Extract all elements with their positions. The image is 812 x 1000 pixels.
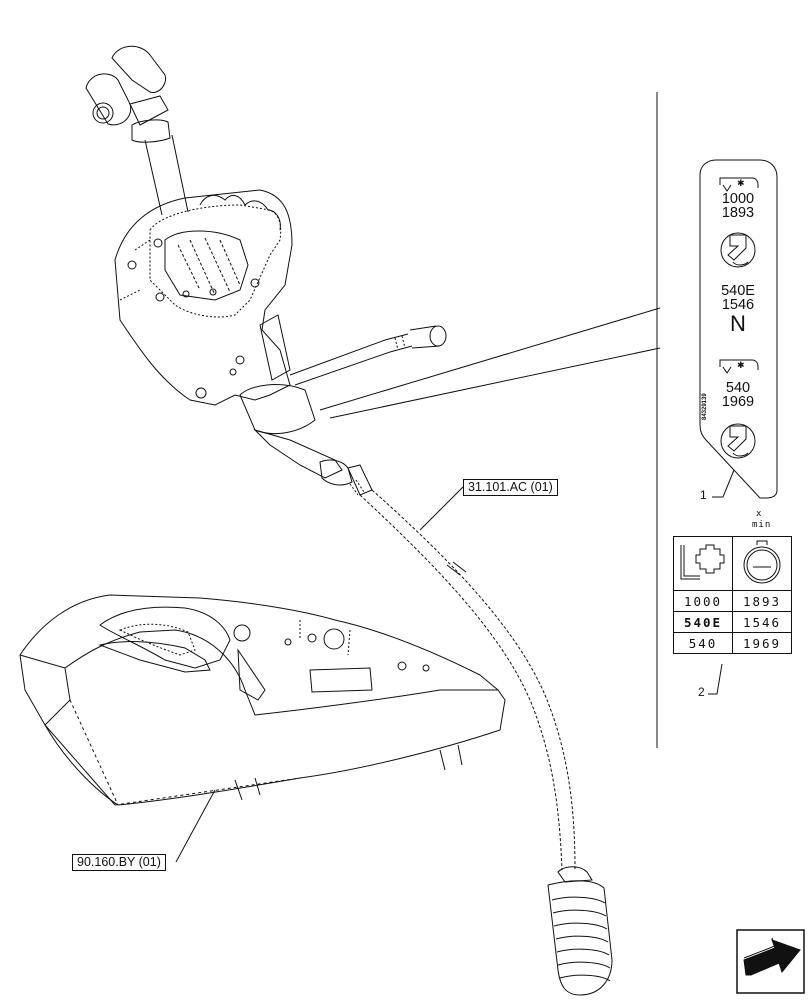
rpm-icon-x: x bbox=[756, 509, 762, 519]
rpm-icon: x min bbox=[732, 509, 792, 591]
speed-table: x min 1000 1893 540E 1546 540 1969 bbox=[673, 509, 792, 654]
decal-part-number: 84329139 bbox=[702, 393, 708, 420]
svg-text:✱: ✱ bbox=[737, 361, 745, 371]
pto-cable bbox=[359, 489, 576, 871]
rpm-icon-min: min bbox=[752, 520, 772, 530]
decal-neutral: N bbox=[730, 311, 746, 336]
cable-boot bbox=[547, 866, 613, 996]
shift-console bbox=[19, 594, 506, 806]
push-rod bbox=[289, 325, 447, 386]
pto-shaft-icon bbox=[673, 536, 733, 591]
table-cell: 1893 bbox=[732, 590, 792, 612]
table-cell: 1546 bbox=[732, 611, 792, 633]
table-cell: 1000 bbox=[673, 590, 733, 612]
cable-reference[interactable]: 31.101.AC (01) bbox=[463, 479, 558, 496]
decal-upper-speed-1: 1000 bbox=[721, 191, 755, 207]
decal-lever-icon-top bbox=[720, 232, 756, 268]
table-cell: 540 bbox=[673, 632, 733, 654]
decal-middle-speed-2: 1546 bbox=[721, 297, 755, 313]
decal-rotation-icon-bottom: ✱ bbox=[719, 359, 759, 374]
cable-sleeve bbox=[239, 314, 373, 496]
next-page-arrow-icon bbox=[736, 929, 805, 994]
svg-text:✱: ✱ bbox=[737, 179, 745, 189]
decal-label bbox=[699, 159, 778, 499]
decal-middle-speed-1: 540E bbox=[721, 283, 755, 299]
decal-lower-speed-1: 540 bbox=[725, 380, 751, 396]
decal-rotation-icon-top: ✱ bbox=[719, 177, 759, 192]
table-cell: 540E bbox=[673, 611, 733, 633]
lever-shaft bbox=[144, 134, 189, 216]
decal-upper-speed-2: 1893 bbox=[721, 205, 755, 221]
decal-lower-speed-2: 1969 bbox=[721, 394, 755, 410]
callout-1: 1 bbox=[700, 488, 707, 502]
decal-lever-icon-bottom bbox=[720, 423, 756, 459]
lever-housing bbox=[114, 189, 293, 406]
leader-lines bbox=[175, 307, 735, 863]
table-cell: 1969 bbox=[732, 632, 792, 654]
console-reference[interactable]: 90.160.BY (01) bbox=[72, 854, 166, 871]
lever-knob bbox=[85, 45, 171, 143]
callout-2: 2 bbox=[698, 685, 705, 699]
